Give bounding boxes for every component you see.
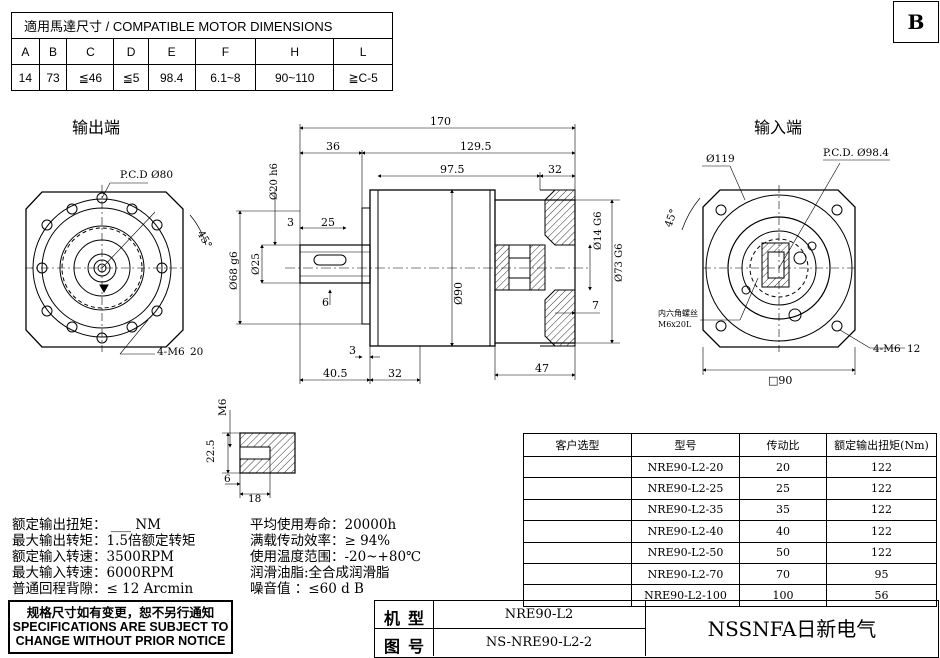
specs-left: 额定输出扭矩： ___ NM 最大输出转矩：1.5倍额定转矩 额定输入转速：35… (12, 517, 195, 597)
dim-170: 170 (430, 115, 451, 128)
input-pcd-label: P.C.D. Ø98.4 (823, 147, 889, 159)
spec-line: 最大输出转矩：1.5倍额定转矩 (12, 533, 195, 549)
cell (524, 499, 632, 520)
key-18: 18 (248, 493, 261, 505)
dim-36: 36 (326, 140, 340, 153)
cell: 35 (740, 499, 827, 520)
cell: 40 (740, 521, 827, 542)
key-thread: M6 (217, 398, 229, 416)
cell: 122 (827, 521, 937, 542)
dim-7: 7 (592, 299, 599, 312)
cell: 70 (740, 563, 827, 584)
output-end-view (25, 183, 206, 354)
cell (524, 478, 632, 499)
model-header: 额定输出扭矩(Nm) (827, 434, 937, 457)
spec-line: 使用温度范围：-20~+80℃ (250, 549, 421, 565)
cell: 122 (827, 457, 937, 478)
output-depth-label: 20 (190, 346, 203, 358)
dim-25: 25 (321, 216, 335, 229)
model-header: 传动比 (740, 434, 827, 457)
change-notice: 规格尺寸如有变更，恕不另行通知 SPECIFICATIONS ARE SUBJE… (8, 600, 233, 654)
key-6: 6 (224, 473, 231, 485)
model-header: 型号 (632, 434, 740, 457)
cell: 122 (827, 499, 937, 520)
cell (524, 542, 632, 563)
dim-32-top: 32 (548, 163, 562, 176)
title-block: 机型 NRE90-L2 图号 NS-NRE90-L2-2 NSSNFA日新电气 (374, 600, 939, 658)
dim-68: Ø68 g6 (228, 251, 240, 290)
dim-14: Ø14 G6 (593, 212, 604, 250)
model-label: 机型 (384, 605, 432, 629)
dim-32-bot: 32 (388, 367, 402, 380)
spec-line: 平均使用寿命：20000h (250, 517, 421, 533)
drawing-label: 图号 (384, 633, 432, 657)
input-depth-label: 12 (907, 343, 920, 355)
cell: NRE90-L2-40 (632, 521, 740, 542)
cell: 50 (740, 542, 827, 563)
spec-line: 额定输出扭矩： ___ NM (12, 517, 195, 533)
cell: NRE90-L2-70 (632, 563, 740, 584)
model-header: 客户选型 (524, 434, 632, 457)
model-value: NRE90-L2 (433, 601, 646, 629)
drawing-value: NS-NRE90-L2-2 (433, 629, 646, 656)
cell: 122 (827, 478, 937, 499)
output-holes-label: 4-M6 (157, 346, 185, 358)
notice-line-en-1: SPECIFICATIONS ARE SUBJECT TO (10, 620, 231, 634)
spec-line: 额定输入转速：3500RPM (12, 549, 195, 565)
dim-shaft-dia: Ø20 h6 (269, 163, 280, 200)
dim-129-5: 129.5 (460, 140, 492, 153)
output-angle-label: 45° (194, 229, 214, 251)
cell: NRE90-L2-50 (632, 542, 740, 563)
cell: 25 (740, 478, 827, 499)
output-pcd-label: P.C.D Ø80 (120, 169, 173, 181)
spec-line: 噪音值 ：≤60 d B (250, 581, 421, 597)
dim-6: 6 (322, 296, 329, 309)
cell (524, 563, 632, 584)
dim-90: Ø90 (452, 282, 465, 305)
dim-47: 47 (535, 362, 549, 375)
spec-line: 满载传动效率：≥ 94% (250, 533, 421, 549)
cell: NRE90-L2-35 (632, 499, 740, 520)
cell (524, 457, 632, 478)
cell: NRE90-L2-25 (632, 478, 740, 499)
input-end-view (682, 160, 905, 375)
dim-3b: 3 (349, 344, 356, 357)
company-name: NSSNFA日新电气 (646, 601, 938, 657)
input-socket-label-1: 内六角螺丝 (658, 308, 698, 318)
key-detail-view (222, 410, 295, 498)
input-angle-label: 45° (663, 207, 681, 229)
cell: NRE90-L2-20 (632, 457, 740, 478)
spec-line: 润滑油脂:全合成润滑脂 (250, 565, 421, 581)
dim-dia-25: Ø25 (250, 253, 262, 275)
side-view (236, 124, 620, 384)
notice-line-en-2: CHANGE WITHOUT PRIOR NOTICE (10, 634, 231, 648)
cell: 95 (827, 563, 937, 584)
dim-3: 3 (287, 216, 294, 229)
dim-73: Ø73 G6 (614, 244, 625, 282)
input-square-label: □90 (768, 374, 792, 387)
notice-line-cn: 规格尺寸如有变更，恕不另行通知 (10, 606, 231, 620)
key-22-5: 22.5 (205, 440, 217, 463)
input-dia-119: Ø119 (706, 153, 735, 165)
dim-97-5: 97.5 (440, 163, 465, 176)
cell: 20 (740, 457, 827, 478)
specs-right: 平均使用寿命：20000h 满载传动效率：≥ 94% 使用温度范围：-20~+8… (250, 517, 421, 597)
cell (524, 521, 632, 542)
input-socket-label-2: M6x20L (658, 320, 692, 329)
dim-40-5: 40.5 (323, 367, 348, 380)
input-holes-label: 4-M6 (873, 343, 901, 355)
spec-line: 普通回程背隙：≤ 12 Arcmin (12, 581, 195, 597)
spec-line: 最大输入转速：6000RPM (12, 565, 195, 581)
cell: 122 (827, 542, 937, 563)
